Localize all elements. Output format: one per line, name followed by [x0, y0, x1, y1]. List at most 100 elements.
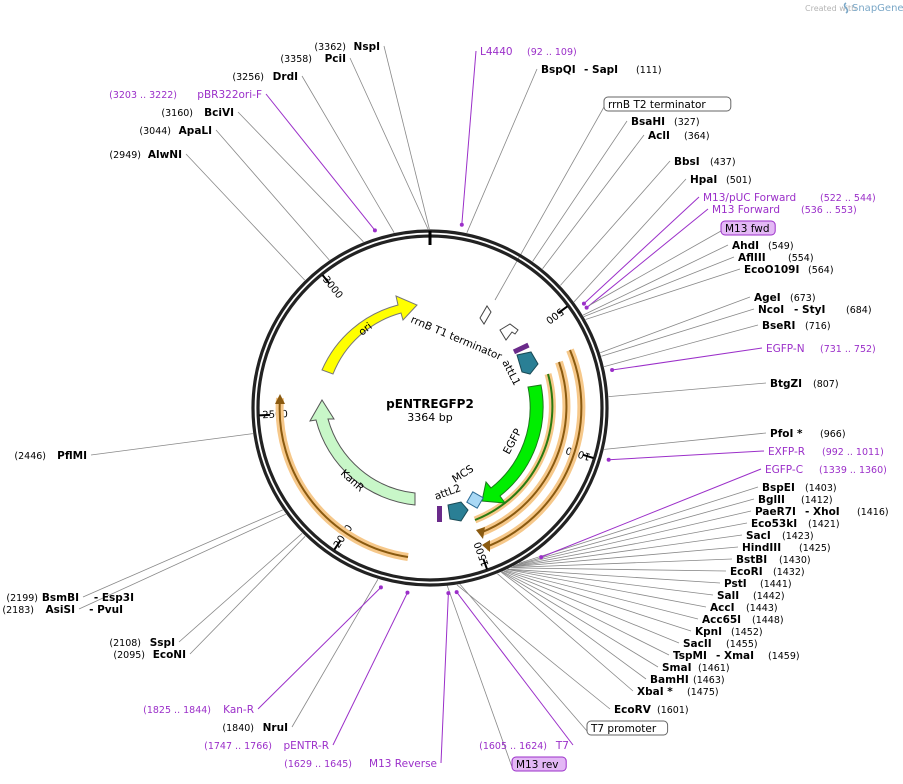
enzyme-line-17 — [582, 244, 729, 316]
enzyme-line-20 — [600, 296, 751, 354]
enzyme-position: (111) — [636, 65, 662, 76]
enzyme-alt-name: - XmaI — [716, 650, 754, 662]
scale-label-2500: 2500 — [262, 409, 288, 421]
enzyme-position: (2183) — [2, 605, 34, 616]
enzyme-line-0 — [383, 45, 430, 230]
enzyme-site: BstBI(1430) — [736, 554, 811, 566]
enzyme-position: (807) — [813, 379, 839, 390]
enzyme-name: AccI — [710, 602, 734, 614]
enzyme-site: NcoI- StyI(684) — [758, 304, 872, 316]
m13-fwd-box-frame — [720, 220, 776, 236]
m13-rev-box-line — [446, 584, 513, 768]
enzyme-name: PfoI * — [770, 428, 803, 440]
enzyme-site: HindIII(1425) — [742, 542, 831, 554]
enzyme-line-5 — [185, 153, 306, 281]
enzyme-name: SalI — [717, 590, 739, 602]
enzyme-name: AflIII — [738, 252, 766, 264]
m13-rev-box-label: M13 rev — [516, 759, 559, 771]
enzyme-name: AsiSI — [46, 604, 75, 616]
enzyme-alt-name: - SapI — [584, 64, 618, 76]
primer: M13/pUC Forward(522 .. 544) — [703, 192, 876, 204]
enzyme-name: BspQI — [541, 64, 576, 76]
primer-name: EGFP-C — [765, 464, 803, 476]
enzyme-site: EcoRI(1432) — [730, 566, 805, 578]
outer-labels: NspI(3362)PciI(3358)DrdI(3256)BciVI(3160… — [2, 41, 889, 772]
enzyme-name: PciI — [325, 53, 346, 65]
orf-arc-kan-head — [275, 394, 285, 404]
enzyme-line-22 — [604, 324, 759, 367]
attl2-label: attL2 — [433, 482, 463, 503]
enzyme-line-10 — [189, 536, 306, 655]
enzyme-position: (1421) — [808, 519, 840, 530]
primer-line-4 — [612, 347, 763, 371]
enzyme-name: EcoRV — [614, 704, 652, 716]
enzyme-name: BamHI — [650, 674, 689, 686]
m13-fwd-box-line — [589, 230, 722, 306]
primer-line-9 — [440, 593, 449, 764]
rrnb-t1-label: rrnB T1 terminator — [409, 314, 504, 363]
primer: EGFP-C(1339 .. 1360) — [765, 464, 887, 476]
primer: L4440(92 .. 109) — [480, 46, 577, 58]
enzyme-site: BciVI(3160) — [161, 107, 234, 119]
enzyme-site: AsiSI- PvuI(2183) — [2, 604, 123, 616]
enzyme-name: BseRI — [762, 320, 795, 332]
enzyme-site: BspEI(1403) — [762, 482, 837, 494]
attl1-site-mark — [512, 342, 530, 355]
enzyme-site: EcoRV (1601) — [614, 704, 689, 716]
m13-rev-box-frame — [511, 756, 567, 772]
enzyme-name: AhdI — [732, 240, 759, 252]
enzyme-site: BamHI(1463) — [650, 674, 725, 686]
orf-arc-outer-line — [485, 349, 583, 548]
enzyme-position: (1403) — [805, 483, 837, 494]
enzyme-site: BglII(1412) — [758, 494, 833, 506]
enzyme-position: (1443) — [746, 603, 778, 614]
enzyme-line-12 — [466, 68, 538, 233]
enzyme-line-18 — [583, 256, 735, 317]
primer: EXFP-R(992 .. 1011) — [768, 446, 884, 458]
enzyme-position: (549) — [768, 241, 794, 252]
primer-mark — [610, 368, 615, 373]
enzyme-position: (554) — [788, 253, 814, 264]
enzyme-site: EcoO109I(564) — [744, 264, 834, 276]
enzyme-name: AlwNI — [148, 149, 182, 161]
primer-name: Kan-R — [223, 704, 254, 716]
enzyme-line-11 — [291, 579, 379, 728]
enzyme-site: NspI(3362) — [314, 41, 380, 53]
primer-line-5 — [608, 450, 765, 461]
enzyme-position: (3362) — [314, 42, 346, 53]
enzyme-name: SmaI — [662, 662, 692, 674]
enzyme-position: (2108) — [109, 638, 141, 649]
primer-name: pENTR-R — [283, 740, 329, 752]
attl2-feature — [447, 501, 469, 522]
enzyme-line-19 — [585, 268, 741, 320]
enzyme-site: KpnI(1452) — [695, 626, 763, 638]
credit-brand: SnapGene — [852, 3, 903, 14]
enzyme-position: (327) — [674, 117, 700, 128]
enzyme-site: PaeR7I- XhoI(1416) — [755, 506, 889, 518]
enzyme-name: BtgZI — [770, 378, 802, 390]
primer-mark — [372, 228, 377, 233]
enzyme-line-6 — [90, 433, 253, 456]
enzyme-site: SacI(1423) — [746, 530, 814, 542]
enzyme-line-9 — [178, 532, 303, 643]
enzyme-site: TspMI- XmaI(1459) — [673, 650, 800, 662]
rrnb-t2-box-frame — [603, 96, 732, 112]
enzyme-site: AflIII (554) — [738, 252, 814, 264]
primer-mark — [454, 590, 459, 595]
enzyme-line-43 — [456, 584, 611, 710]
enzyme-name: NcoI — [758, 304, 784, 316]
enzyme-line-26 — [516, 498, 755, 566]
enzyme-name: Acc65I — [702, 614, 741, 626]
enzyme-position: (1475) — [687, 687, 719, 698]
primer-position: (1825 .. 1844) — [143, 705, 211, 716]
enzyme-site: BtgZI (807) — [770, 378, 839, 390]
enzyme-line-39 — [502, 571, 670, 656]
kanr-feature — [309, 399, 416, 506]
enzyme-name: SacII — [683, 638, 712, 650]
enzyme-line-14 — [542, 134, 645, 270]
plasmid-name: pENTREGFP2 — [386, 397, 474, 411]
enzyme-line-31 — [511, 558, 733, 568]
enzyme-position: (2095) — [113, 650, 145, 661]
enzyme-position: (1601) — [657, 705, 689, 716]
orf-arc-mid-head — [476, 527, 485, 539]
